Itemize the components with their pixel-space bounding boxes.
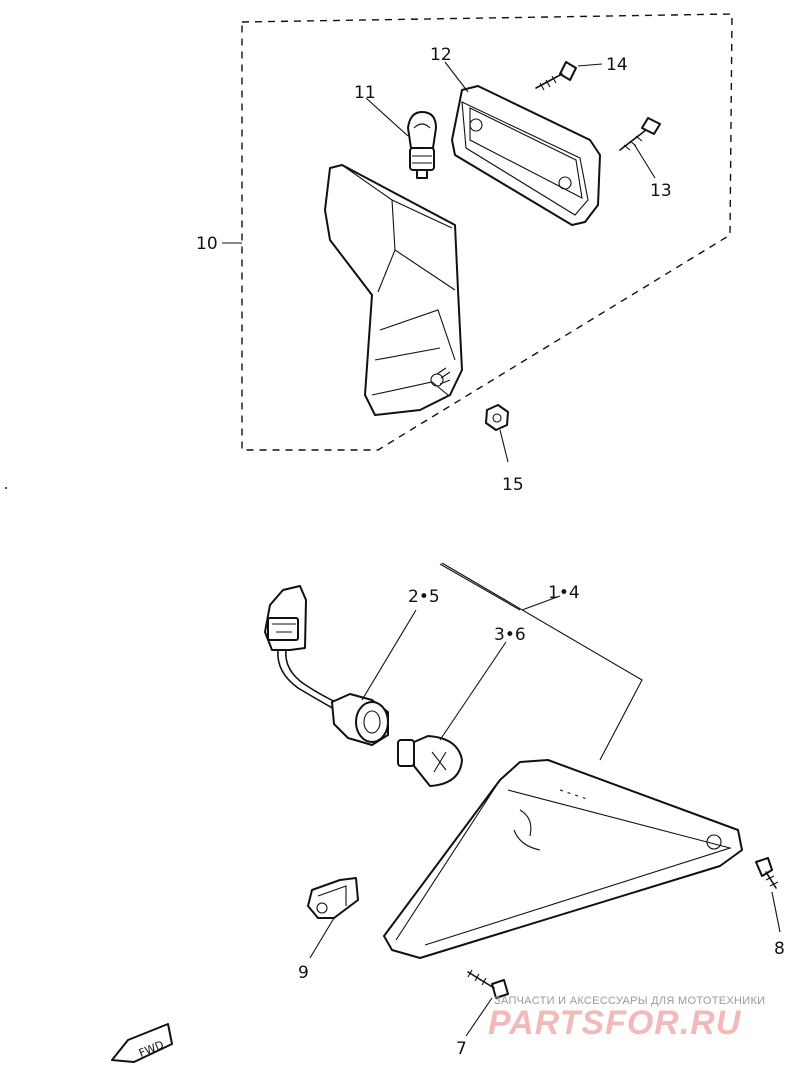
assembly-10-boundary <box>241 13 733 451</box>
part-8-screw <box>755 857 779 889</box>
callout-15: 15 <box>502 475 524 495</box>
part-12-lens <box>451 85 601 226</box>
part-15-nut <box>485 404 509 431</box>
callout-9: 9 <box>298 963 309 983</box>
watermark-brand: PARTSFOR.RU <box>488 1004 742 1042</box>
part-7-screw <box>467 969 509 999</box>
part-13-screw <box>619 117 661 151</box>
part-14-screw <box>535 61 577 91</box>
callout-7: 7 <box>456 1039 467 1059</box>
part-1-4-signal-lens <box>383 759 743 959</box>
part-9-clip <box>307 877 359 919</box>
callout-2-5: 2•5 <box>408 587 440 607</box>
callout-14: 14 <box>606 55 628 75</box>
callout-labels: 11 12 14 13 10 15 1•4 2•5 3•6 8 9 7 <box>196 45 785 1059</box>
callout-12: 12 <box>430 45 452 65</box>
part-11-bulb <box>407 111 437 179</box>
callout-8: 8 <box>774 939 785 959</box>
callout-11: 11 <box>354 83 376 103</box>
part-10-housing <box>324 164 463 416</box>
callout-1-4: 1•4 <box>548 583 580 603</box>
speck <box>5 487 7 489</box>
forward-direction-arrow: FWD <box>111 1023 173 1063</box>
leader-lines <box>222 61 781 1037</box>
callout-3-6: 3•6 <box>494 625 526 645</box>
part-2-5-socket-harness <box>264 585 389 746</box>
callout-10: 10 <box>196 234 218 254</box>
callout-13: 13 <box>650 181 672 201</box>
watermark: ЗАПЧАСТИ И АКСЕССУАРЫ ДЛЯ МОТОТЕХНИКИ PA… <box>488 995 765 1042</box>
part-3-6-bulb <box>397 735 463 787</box>
watermark-tagline: ЗАПЧАСТИ И АКСЕССУАРЫ ДЛЯ МОТОТЕХНИКИ <box>494 995 765 1007</box>
